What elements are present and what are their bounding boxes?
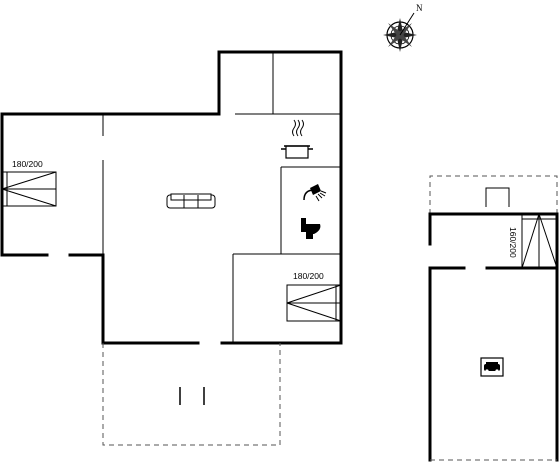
shower-icon — [303, 184, 327, 202]
compass-north-label: N — [416, 3, 423, 13]
right-bed-size-label: 180/200 — [293, 271, 324, 281]
left-bed-size-label: 180/200 — [12, 159, 43, 169]
annex-bed-size-label: 160/200 — [508, 227, 518, 258]
car-icon — [480, 357, 504, 377]
annex-bedroom-bed — [521, 213, 558, 269]
toilet-icon — [301, 218, 321, 239]
terrace-outline — [102, 343, 281, 446]
cooking-pot-icon — [281, 119, 313, 159]
annex-walls — [428, 212, 559, 462]
right-bedroom-bed — [286, 284, 342, 322]
main-house-interior-walls — [102, 52, 341, 343]
compass-rose-icon — [383, 12, 417, 52]
left-bedroom-bed — [1, 171, 57, 207]
annex-carport-outline — [429, 175, 558, 214]
sofa-icon — [166, 193, 216, 209]
